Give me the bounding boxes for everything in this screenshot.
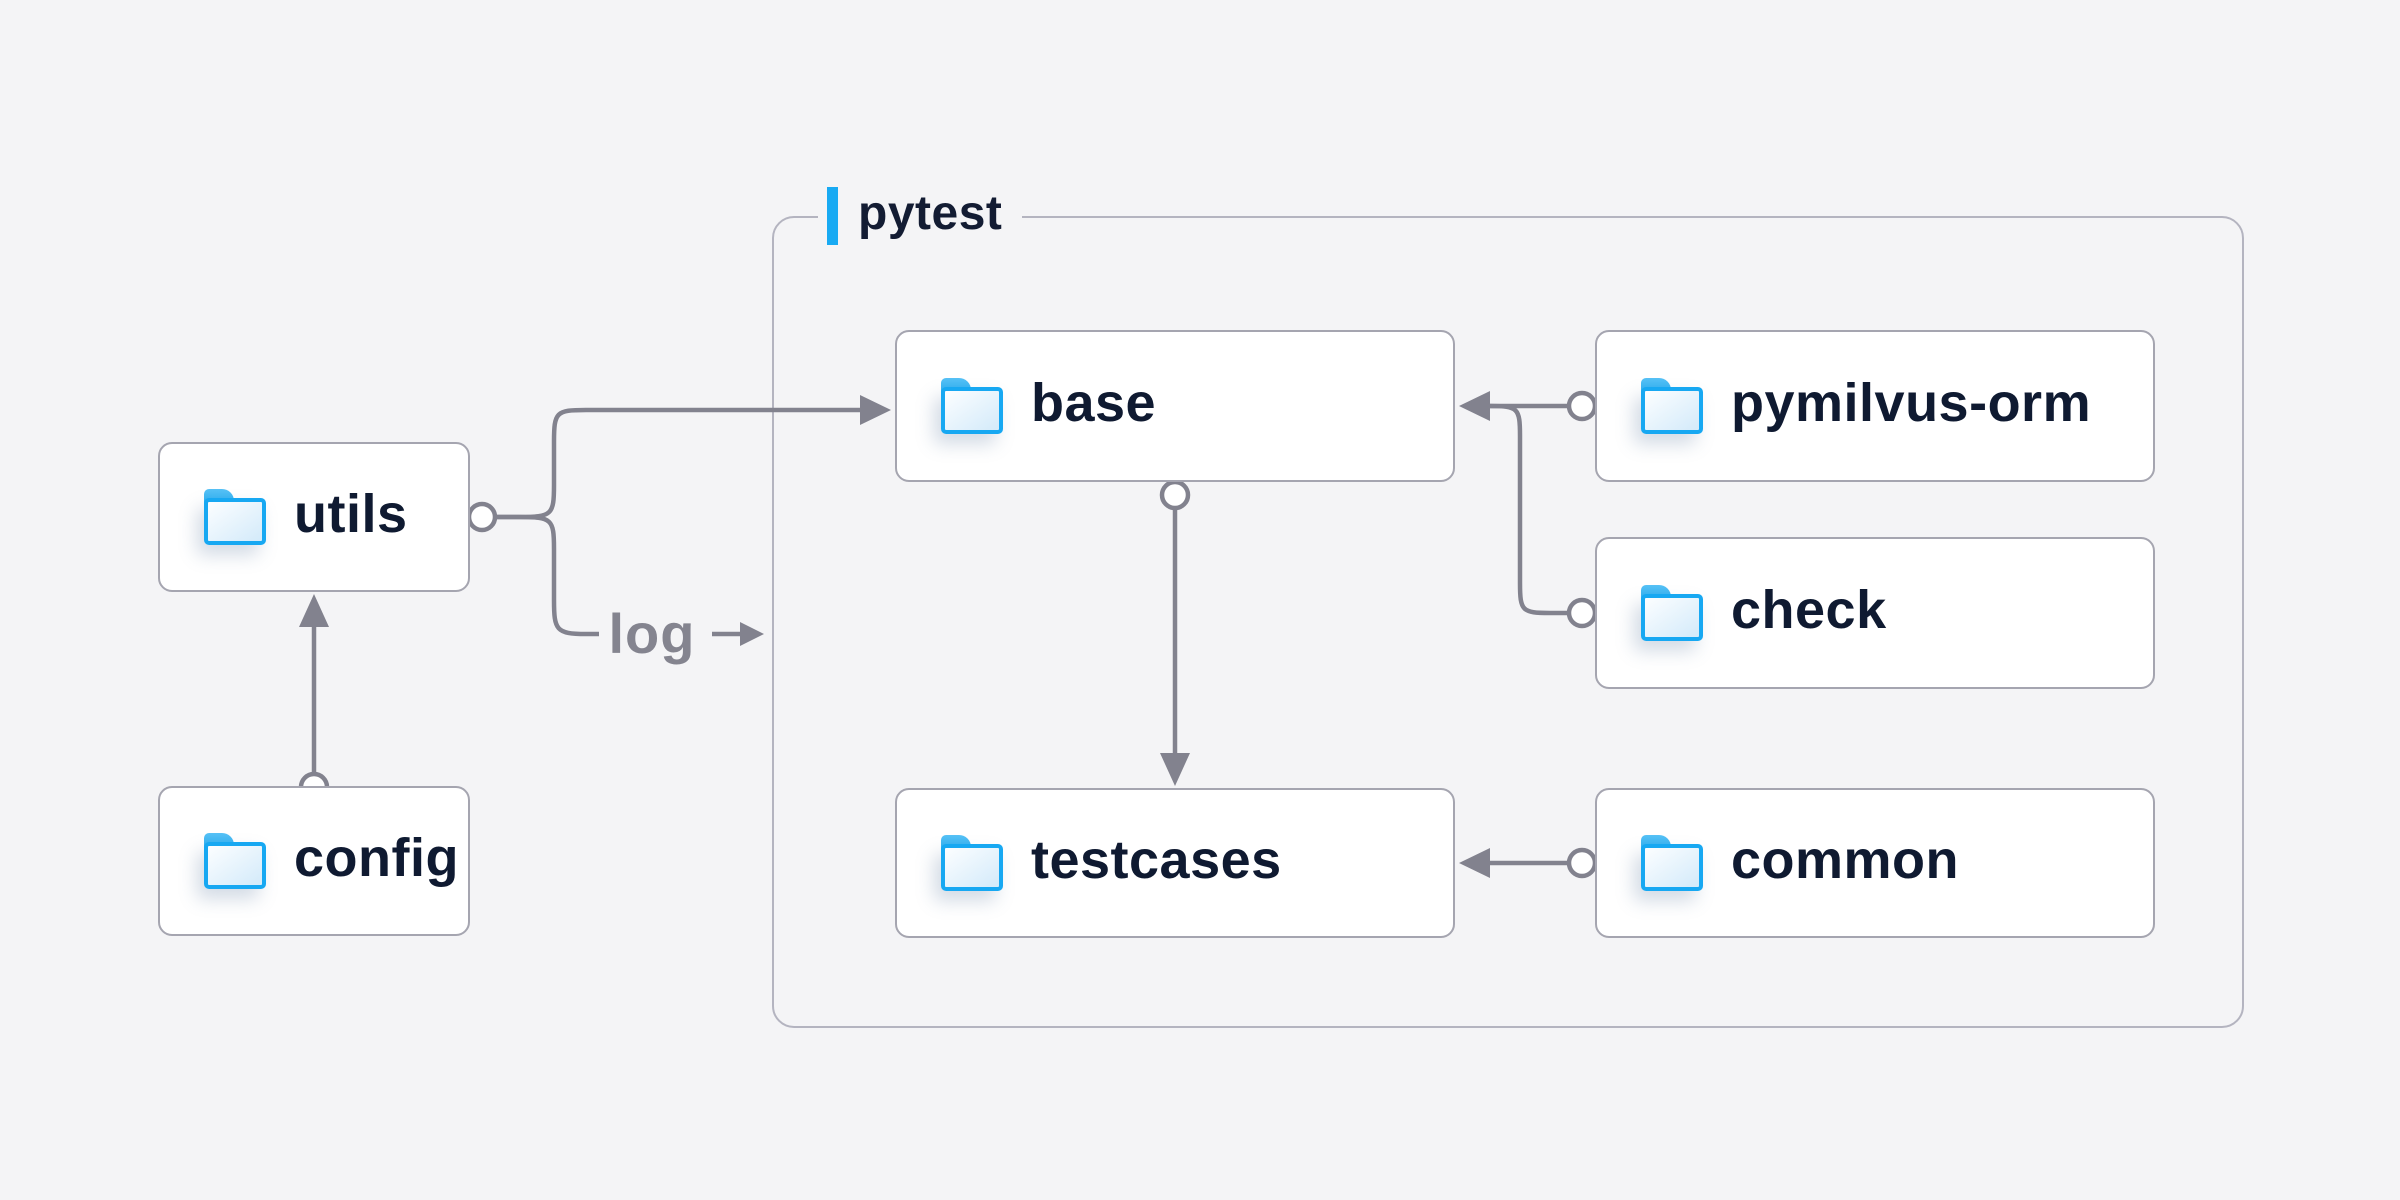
node-label: base bbox=[1031, 373, 1157, 433]
edge-label-log: log bbox=[608, 601, 696, 665]
folder-icon bbox=[204, 489, 266, 545]
node-label: pymilvus-orm bbox=[1731, 373, 2092, 433]
connector-dot-base bbox=[1159, 479, 1191, 511]
arrowhead-into-testcases-top bbox=[1160, 753, 1190, 786]
pytest-group-box bbox=[772, 216, 2244, 1028]
arrowhead-into-base-right bbox=[1459, 391, 1490, 421]
arrowhead-into-utils bbox=[299, 594, 329, 627]
folder-icon bbox=[941, 378, 1003, 434]
folder-icon bbox=[1641, 378, 1703, 434]
node-label: common bbox=[1731, 830, 1960, 890]
folder-icon bbox=[941, 835, 1003, 891]
edge-utils-base bbox=[495, 407, 864, 520]
accent-bar-icon bbox=[827, 187, 838, 245]
node-label: testcases bbox=[1031, 830, 1282, 890]
node-testcases: testcases bbox=[895, 788, 1455, 938]
edge-utils-log bbox=[495, 514, 599, 637]
arrowhead-log bbox=[740, 622, 764, 646]
pytest-group-label: pytest bbox=[818, 183, 1023, 249]
node-base: base bbox=[895, 330, 1455, 482]
node-label: check bbox=[1731, 580, 1887, 640]
node-label: config bbox=[294, 828, 459, 888]
group-label-text: pytest bbox=[858, 187, 1003, 240]
node-check: check bbox=[1595, 537, 2155, 689]
connector-dot-common bbox=[1566, 847, 1598, 879]
connector-dot-pymilvus bbox=[1566, 390, 1598, 422]
node-utils: utils bbox=[158, 442, 470, 592]
node-config: config bbox=[158, 786, 470, 936]
folder-icon bbox=[1641, 835, 1703, 891]
edge-check-base bbox=[1482, 403, 1569, 616]
folder-icon bbox=[204, 833, 266, 889]
node-label: utils bbox=[294, 484, 408, 544]
node-common: common bbox=[1595, 788, 2155, 938]
connector-dot-utils bbox=[466, 501, 498, 533]
folder-icon bbox=[1641, 585, 1703, 641]
node-pymilvus-orm: pymilvus-orm bbox=[1595, 330, 2155, 482]
connector-dot-check bbox=[1566, 597, 1598, 629]
arrowhead-into-testcases-right bbox=[1459, 848, 1490, 878]
arrowhead-into-base-left bbox=[860, 395, 891, 425]
